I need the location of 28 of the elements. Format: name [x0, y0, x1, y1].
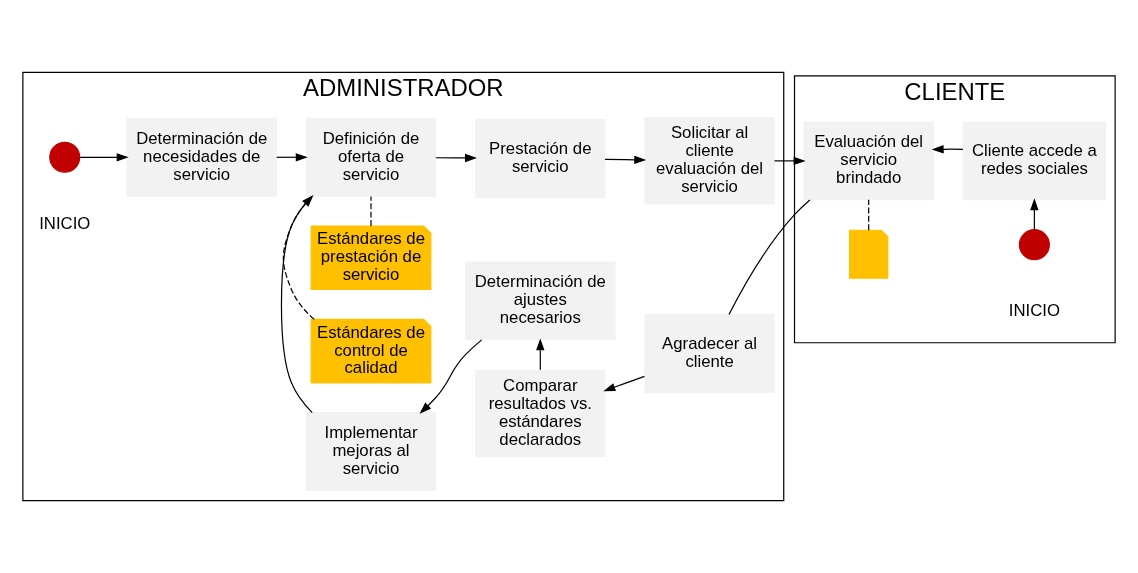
node-circle	[1018, 229, 1050, 261]
node-box: Determinación de necesidades de servicio	[126, 117, 278, 197]
node-box: Cliente accede a redes sociales	[962, 121, 1107, 201]
arrow	[419, 339, 483, 414]
node-box: Definición de oferta de servicio	[305, 117, 437, 197]
arrow	[931, 145, 964, 154]
arrow	[536, 338, 545, 371]
arrow	[435, 153, 477, 163]
node-box: Evaluación del servicio brindado	[803, 121, 934, 201]
arrow	[79, 153, 129, 162]
node-box: Agradecer al cliente	[644, 314, 775, 393]
node-box: Determinación de ajustes necesarios	[464, 261, 616, 341]
arrow	[276, 153, 308, 162]
node-label: INICIO	[39, 213, 91, 233]
arrow	[604, 155, 647, 164]
arrow	[603, 375, 646, 392]
arrow	[280, 195, 314, 414]
node-box: Comparar resultados vs. estándares declarados	[475, 369, 606, 457]
node-box: Prestación de servicio	[475, 119, 606, 198]
connector	[728, 199, 811, 316]
connector	[282, 195, 315, 320]
arrow	[773, 156, 806, 166]
node-box: Implementar mejoras al servicio	[305, 412, 437, 492]
node-label: INICIO	[1008, 301, 1060, 321]
node-circle	[49, 141, 81, 173]
node-box: Solicitar al cliente evaluación del servicio	[644, 117, 775, 205]
arrow	[1030, 198, 1039, 231]
connector	[868, 199, 870, 231]
